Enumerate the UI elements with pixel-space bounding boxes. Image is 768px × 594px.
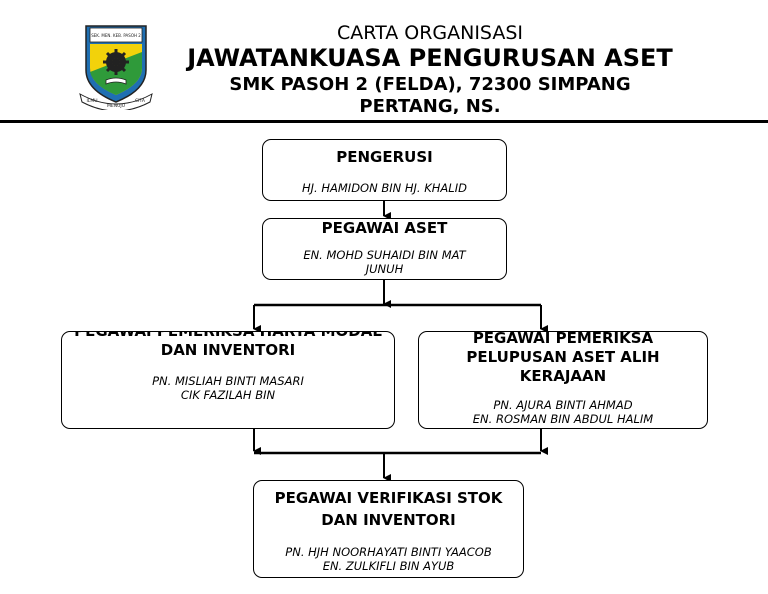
disposal-name-2: EN. ROSMAN BIN ABDUL HALIM [472, 412, 654, 426]
box-disposal-inspector: PEGAWAI PEMERIKSA PELUPUSAN ASET ALIH KE… [418, 331, 708, 429]
box-capital-inventory-inspector: PEGAWAI PEMERIKSA HARTA MODAL DAN INVENT… [61, 331, 395, 429]
box-chairman: PENGERUSI HJ. HAMIDON BIN HJ. KHALID [262, 139, 507, 201]
asset-officer-name: EN. MOHD SUHAIDI BIN MAT JUNUH [303, 248, 466, 276]
header: SEK. MEN. KEB. PASOH 2 ILMU MENUJU CITA … [0, 0, 768, 122]
committee-name: JAWATANKUASA PENGURUSAN ASET [187, 44, 673, 72]
role-disposal-inspector: PEGAWAI PEMERIKSA PELUPUSAN ASET ALIH KE… [466, 331, 660, 385]
box-stock-verification: PEGAWAI VERIFIKASI STOK DAN INVENTORI PN… [253, 480, 524, 578]
box-asset-officer: PEGAWAI ASET EN. MOHD SUHAIDI BIN MAT JU… [262, 218, 507, 280]
header-divider [0, 120, 768, 123]
logo-motto-center: MENUJU [107, 103, 125, 109]
school-crest-logo: SEK. MEN. KEB. PASOH 2 ILMU MENUJU CITA [79, 25, 153, 110]
role-capital-inventory-inspector: PEGAWAI PEMERIKSA HARTA MODAL DAN INVENT… [74, 331, 382, 359]
verification-name-2: EN. ZULKIFLI BIN AYUB [322, 559, 455, 573]
role-stock-verification: PEGAWAI VERIFIKASI STOK DAN INVENTORI [274, 489, 503, 529]
chairman-name: HJ. HAMIDON BIN HJ. KHALID [302, 181, 467, 195]
title-block: CARTA ORGANISASI JAWATANKUASA PENGURUSAN… [180, 22, 680, 115]
inspector-name-2: CIK FAZILAH BIN [180, 388, 276, 402]
role-chairman: PENGERUSI [336, 148, 433, 166]
chart-title: CARTA ORGANISASI [336, 22, 524, 44]
disposal-name-1: PN. AJURA BINTI AHMAD [493, 398, 633, 412]
logo-banner-text: SEK. MEN. KEB. PASOH 2 [91, 33, 141, 38]
inspector-name-1: PN. MISLIAH BINTI MASARI [152, 374, 304, 388]
verification-name-1: PN. HJH NOORHAYATI BINTI YAACOB [285, 545, 492, 559]
logo-motto-right: CITA [135, 98, 146, 104]
logo-motto-left: ILMU [86, 98, 97, 104]
school-address: SMK PASOH 2 (FELDA), 72300 SIMPANG PERTA… [229, 74, 631, 114]
role-asset-officer: PEGAWAI ASET [321, 219, 448, 237]
